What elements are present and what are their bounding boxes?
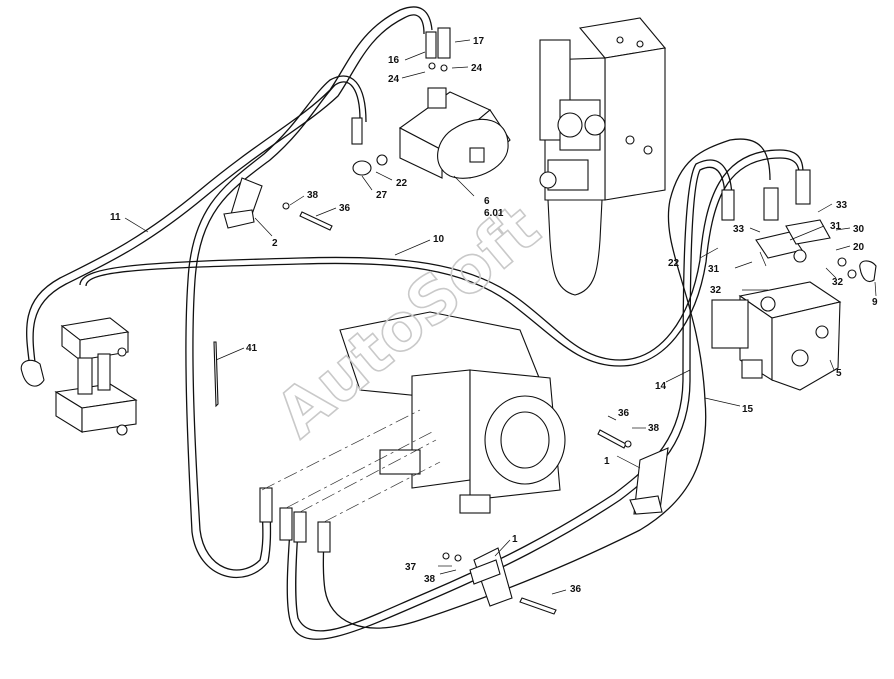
callout-9: 9 — [872, 297, 878, 308]
callout-2: 2 — [272, 238, 278, 249]
callout-15: 15 — [742, 404, 754, 415]
callout-41: 41 — [246, 343, 258, 354]
callout-16: 16 — [388, 55, 400, 66]
callout-30: 30 — [853, 224, 865, 235]
callout-5: 5 — [836, 368, 842, 379]
callout-31-right: 31 — [830, 221, 842, 232]
callout-38-bottom: 38 — [424, 574, 436, 585]
callout-32-right: 32 — [832, 277, 844, 288]
callout-24-right: 24 — [471, 63, 483, 74]
callout-14: 14 — [655, 381, 667, 392]
hose-lines — [26, 6, 806, 640]
callout-27: 27 — [376, 190, 388, 201]
callout-36-mid: 36 — [618, 408, 630, 419]
callout-labels: 17 16 24 24 22 27 6 6.01 38 36 2 11 10 4… — [110, 36, 878, 595]
callout-33-right: 33 — [836, 200, 848, 211]
callout-11: 11 — [110, 212, 121, 223]
bracket-1-right — [629, 447, 669, 515]
callout-1-right: 1 — [604, 456, 610, 467]
callout-38-mid: 38 — [648, 423, 660, 434]
hose-clamp-block — [20, 317, 138, 436]
callout-37: 37 — [405, 562, 417, 573]
callout-24-left: 24 — [388, 74, 400, 85]
valve-block-6 — [351, 27, 511, 179]
callout-6-01: 6.01 — [484, 208, 504, 219]
callout-1-bottom: 1 — [512, 534, 518, 545]
callout-33-left: 33 — [733, 224, 745, 235]
callout-36-bottom: 36 — [570, 584, 582, 595]
callout-32-left: 32 — [710, 285, 722, 296]
leader-lines — [124, 39, 877, 595]
callout-20: 20 — [853, 242, 865, 253]
alignment-lines — [261, 409, 441, 523]
callout-36-top: 36 — [339, 203, 351, 214]
bolts-and-washers — [213, 202, 632, 615]
callout-10: 10 — [433, 234, 445, 245]
main-pump — [259, 311, 566, 553]
callout-6: 6 — [484, 196, 490, 207]
callout-22-top: 22 — [396, 178, 408, 189]
bracket-1-bottom — [469, 547, 513, 607]
callout-22-right: 22 — [668, 258, 680, 269]
callout-38-top: 38 — [307, 190, 319, 201]
callout-31-left: 31 — [708, 264, 720, 275]
control-valve-bank — [539, 17, 667, 296]
bracket-2 — [223, 177, 263, 229]
valve-block-5 — [711, 169, 877, 391]
callout-17: 17 — [473, 36, 485, 47]
